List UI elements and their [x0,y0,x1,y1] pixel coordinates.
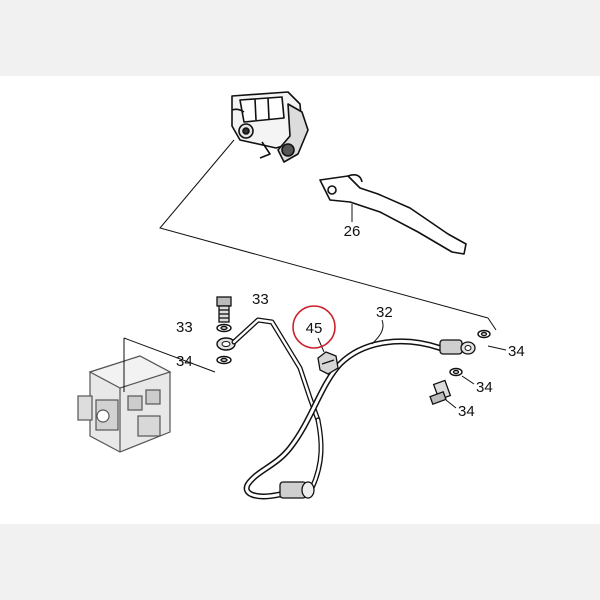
union-bolt-icon [216,296,232,323]
part-label-45: 45 [306,320,323,337]
master-cylinder-icon [231,91,309,163]
leader-line-right [487,317,507,351]
leader-line-master [159,139,489,319]
part-label-34-left-top: 33 [176,319,193,336]
brake-hose [216,317,476,500]
part-label-33-right: 34 [458,403,475,420]
hose-clamp-icon [317,337,339,375]
part-label-34-right-bot: 34 [476,379,493,396]
abs-unit-icon [77,355,172,453]
brake-lever-icon [319,174,467,255]
leader-line-abs [123,337,216,392]
union-bolt-icon [429,379,452,405]
gasket-icon [216,355,232,365]
leader-line-34-right-bot [461,375,475,385]
part-label-34-right-top: 34 [508,343,525,360]
leader-line-33-right [445,399,457,409]
part-label-33-left: 33 [252,291,269,308]
part-label-26: 26 [344,223,361,240]
part-label-32: 32 [376,304,393,321]
gasket-icon [477,329,491,339]
leader-line-32 [371,319,384,345]
gasket-icon [216,323,232,333]
parts-diagram: 26 33 33 34 [0,76,600,524]
gasket-icon [449,367,463,377]
highlight-circle-45 [292,305,336,349]
part-label-34-left-bot: 34 [176,353,193,370]
